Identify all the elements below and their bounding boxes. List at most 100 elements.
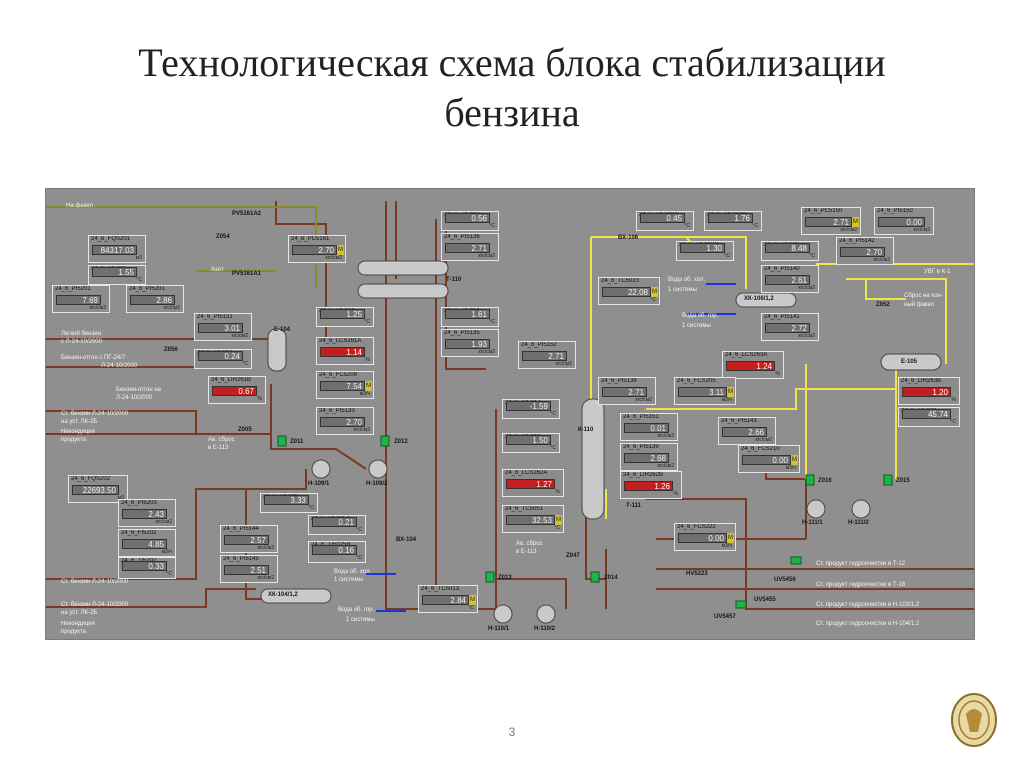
instrument-box[interactable]: 24_6_TI50181.50°C (502, 433, 560, 453)
valve-z011[interactable]: Z011 (290, 439, 304, 445)
label-product-2: Ст. продукт гидроочистки в Т-18 (816, 582, 906, 588)
equipment-vx104[interactable]: ВХ-104 (396, 537, 417, 543)
instrument-box[interactable]: 24_6_TI5025A0.21°C (308, 515, 366, 535)
instrument-unit: °C (650, 297, 656, 303)
instrument-box[interactable]: 24_6_TI5025B0.16°C (308, 541, 366, 563)
instrument-box[interactable]: 24_6_TI50120.24°C (194, 349, 252, 369)
instrument-box[interactable]: 24_6_TI50130.56°C (441, 211, 499, 231)
instrument-box[interactable]: 24_6_TI50241.25°C (316, 307, 374, 327)
manual-mode-indicator[interactable]: M (555, 515, 562, 525)
equipment-n110-1[interactable]: Н-110/1 (488, 626, 510, 632)
valve-z056[interactable]: Z056 (164, 347, 178, 353)
instrument-unit: кгс/см2 (657, 433, 674, 439)
instrument-box[interactable]: 24_6_TI52011.55°C (88, 265, 146, 285)
equipment-n109-2[interactable]: Н-109/2 (366, 481, 388, 487)
instrument-box[interactable]: 24_6_TI5019B1.76°C (704, 211, 762, 231)
equipment-xk106[interactable]: ХК-106/1,2 (744, 296, 774, 302)
manual-mode-indicator[interactable]: M (651, 287, 658, 297)
equipment-k110[interactable]: К-110 (578, 427, 594, 433)
instrument-box[interactable]: 24_6_TI50141.61°C (441, 307, 499, 327)
instrument-box[interactable]: 24_6_TI5017-1.59°C (502, 399, 560, 419)
equipment-t110[interactable]: Т-110 (446, 277, 462, 283)
manual-mode-indicator[interactable]: M (852, 217, 859, 227)
valve-z054[interactable]: Z054 (216, 234, 230, 240)
manual-mode-indicator[interactable]: M (727, 387, 734, 397)
instrument-box[interactable]: 24_6_TI502345.74°C (898, 407, 960, 427)
valve-uv5455[interactable]: UV5455 (754, 597, 776, 603)
valve-z052[interactable]: Z052 (876, 302, 890, 308)
equipment-e104[interactable]: Е-104 (274, 327, 291, 333)
valve-z014[interactable]: Z014 (604, 575, 618, 581)
valve-z016[interactable]: Z016 (818, 478, 832, 484)
instrument-box[interactable]: 24_6_TI5019A0.45°C (636, 211, 694, 231)
instrument-unit: м3/ч (785, 465, 796, 471)
valve-z015[interactable]: Z015 (896, 478, 910, 484)
valve-z013[interactable]: Z013 (498, 575, 512, 581)
manual-mode-indicator[interactable]: M (791, 455, 798, 465)
equipment-n109-1[interactable]: Н-109/1 (308, 481, 330, 487)
equipment-n111-2[interactable]: Н-111/2 (848, 520, 869, 526)
equipment-n111-1[interactable]: Н-111/1 (802, 520, 823, 526)
valve-uv5457[interactable]: UV5457 (714, 614, 736, 620)
manual-mode-indicator[interactable]: M (469, 595, 476, 605)
instrument-box[interactable]: 24_6_TI5019C1.30°C (676, 241, 734, 261)
instrument-box[interactable]: 24_6_TI50293.33°C (260, 493, 318, 513)
equipment-e105[interactable]: Е-105 (901, 359, 918, 365)
instrument-box[interactable]: 24_6_TI50228.48°C (761, 241, 819, 261)
manual-mode-indicator[interactable]: M (727, 533, 734, 543)
valve-z005[interactable]: Z005 (238, 427, 252, 433)
valve-z012[interactable]: Z012 (394, 439, 408, 445)
valve-pv5161a1[interactable]: PV5161А1 (232, 271, 262, 277)
valve-uv5456[interactable]: UV5456 (774, 577, 796, 583)
manual-mode-indicator[interactable]: M (365, 381, 372, 391)
instrument-value: 2.71 (522, 351, 567, 361)
valve-z047[interactable]: Z047 (566, 553, 580, 559)
valve-pv5161a2[interactable]: PV5161А2 (232, 211, 262, 217)
instrument-box[interactable]: 24_6_TI52020.33°C (118, 557, 176, 579)
instrument-value: 0.24 (198, 351, 243, 361)
valve-hv5223[interactable]: HV5223 (686, 571, 708, 577)
equipment-n110-2[interactable]: Н-110/2 (534, 626, 556, 632)
page-number: 3 (508, 725, 516, 739)
equipment-t111[interactable]: Т-111 (626, 503, 642, 509)
equipment-xk104[interactable]: ХК-104/1,2 (268, 592, 298, 598)
manual-mode-indicator[interactable]: M (337, 245, 344, 255)
equipment-vx106[interactable]: ВХ-106 (618, 235, 639, 241)
